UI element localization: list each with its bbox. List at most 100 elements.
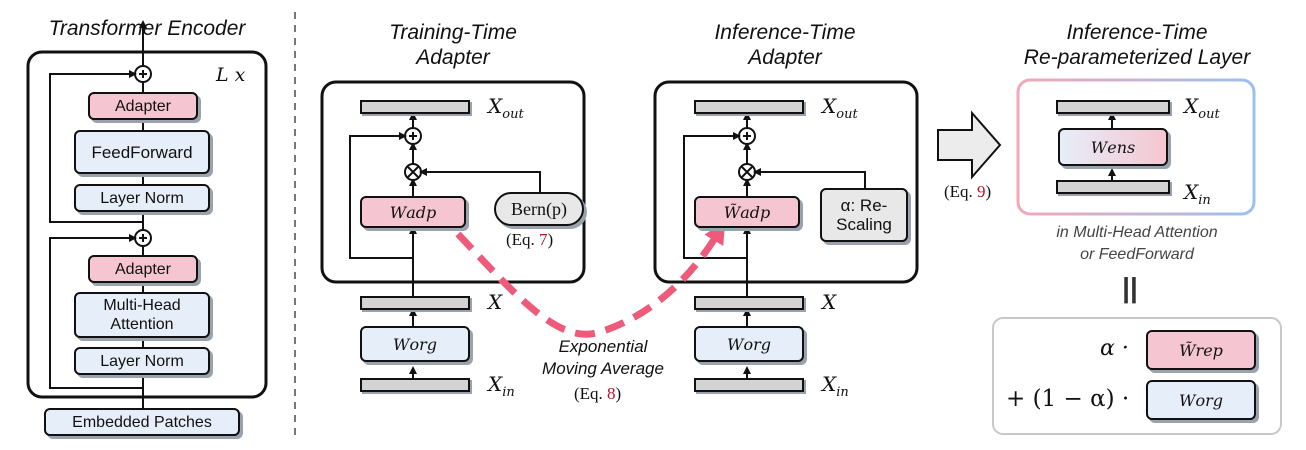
rescale-line2: Scaling [836,215,892,234]
wadp-sym: W̃ [723,202,741,222]
inference-xin-bar [694,378,804,392]
inference-title-line2: Adapter [748,46,822,69]
inference-xout-label: Xout [822,94,858,122]
training-eq7: (Eq. 7) [506,230,553,250]
reparam-xout-bar [1056,100,1170,114]
embedded-patches: Embedded Patches [44,408,240,436]
inference-title: Inference-Time Adapter [662,20,908,70]
eq9-suffix: ) [985,182,992,201]
xin-sub: in [502,385,515,400]
mha-line1: Multi-Head [103,297,181,314]
ema-line2: Moving Average [542,359,664,378]
worg-sub: org [743,334,771,354]
encoder-frame [26,50,268,399]
training-title-line1: Training-Time [389,21,517,44]
eq7-suffix: ) [547,230,554,249]
arrow-eq9: (Eq. 9) [944,182,991,202]
wadp-sub: adp [740,202,771,222]
xout-sym: X [1184,94,1199,118]
caption-line2: or FeedForward [1080,246,1194,263]
inference-xout-bar [694,100,804,114]
inference-title-line1: Inference-Time [714,21,856,44]
wrep-sub: rep [1195,340,1223,360]
eq9-prefix: (Eq. [944,182,978,201]
wrep-sym: W̃ [1179,340,1196,360]
wens-sub: ens [1107,137,1136,157]
training-xin-label: Xin [488,372,515,400]
eq8-num: 8 [607,384,616,403]
wadp-sub: adp [406,202,437,222]
encoder-layernorm-bottom: Layer Norm [74,347,210,375]
training-xin-bar [360,378,470,392]
training-title: Training-Time Adapter [330,20,576,70]
training-xout-label: Xout [488,94,524,122]
eq8-suffix: ) [615,384,622,403]
bernoulli-box: Bern(p) [494,192,584,226]
inference-x-label: X [822,290,837,314]
worg-sym: W [727,334,744,354]
encoder-mha: Multi-Head Attention [74,292,210,338]
xin-sub: in [1198,193,1211,208]
worg-sym: W [393,334,410,354]
xin-sym: X [488,372,503,396]
training-x-bar [360,296,470,310]
worg-sym: W [1179,390,1196,410]
wens-sym: W [1090,137,1108,157]
mha-line2: Attention [110,316,174,333]
ema-line1: Exponential [558,337,648,356]
xout-sub: out [1198,107,1220,122]
encoder-adapter-bottom: Adapter [88,255,198,283]
alpha-dot: α · [1100,336,1129,361]
ema-arrow [455,221,726,338]
reparam-xout-label: Xout [1184,94,1220,122]
equals-sign: || [1122,272,1138,303]
training-x-label: X [488,290,503,314]
eq7-num: 7 [539,230,548,249]
worg-sub: org [1195,390,1223,410]
inference-x-bar [694,296,804,310]
inference-frame [653,80,919,284]
encoder-feedforward: FeedForward [74,130,210,174]
reparam-xin-bar [1056,180,1170,194]
reparameterize-arrow [937,110,1002,180]
reparam-xin-label: Xin [1184,180,1211,208]
ema-label: Exponential Moving Average [528,336,678,380]
xout-sym: X [822,94,837,118]
xin-sym: X [822,372,837,396]
inference-wadp-box: W̃adp [694,196,800,228]
xin-sym: X [1184,180,1199,204]
rescaling-box: α: Re- Scaling [820,188,908,242]
formula-wrep-box: W̃rep [1146,330,1256,370]
repeat-label: L x [216,64,245,87]
wadp-sym: W [389,202,407,222]
reparam-caption: in Multi-Head Attention or FeedForward [1006,222,1268,266]
eq8-prefix: (Eq. [574,384,608,403]
encoder-adapter-top: Adapter [88,92,198,120]
reparam-title: Inference-Time Re-parameterized Layer [1006,20,1268,70]
encoder-layernorm-top: Layer Norm [74,184,210,212]
rescale-line1: α: Re- [840,196,888,215]
training-frame [320,80,586,284]
xout-sub: out [836,107,858,122]
xout-sub: out [502,107,524,122]
encoder-title: Transformer Encoder [48,17,246,40]
worg-sub: org [409,334,437,354]
reparam-title-line1: Inference-Time [1066,21,1208,44]
reparam-title-line2: Re-parameterized Layer [1023,46,1251,69]
eq7-prefix: (Eq. [506,230,540,249]
ema-eq: (Eq. 8) [574,384,621,404]
xout-sym: X [488,94,503,118]
xin-sub: in [836,385,849,400]
training-title-line2: Adapter [416,46,490,69]
one-minus-alpha: + (1 − α) · [1006,386,1130,412]
training-xout-bar [360,100,470,114]
eq9-num: 9 [977,182,986,201]
repeat-symbol: L x [216,64,246,86]
inference-xin-label: Xin [822,372,849,400]
